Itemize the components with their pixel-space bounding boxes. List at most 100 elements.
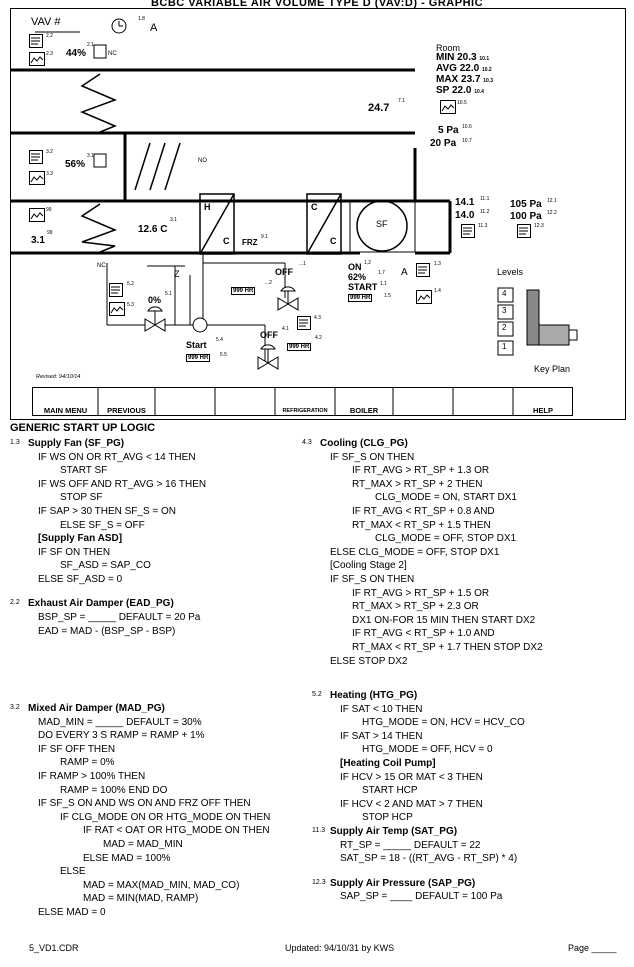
sap-num: 12.1 — [547, 198, 557, 204]
supply-air-temp-sp: 14.0 — [455, 210, 475, 221]
logic-line: IF RT_AVG > RT_SP + 1.5 OR — [352, 587, 490, 599]
mixed-document-icon[interactable] — [29, 150, 43, 164]
logic-line: DO EVERY 3 S RAMP = RAMP + 1% — [38, 730, 205, 742]
room-readings: MIN 20.3 10.1 AVG 22.0 10.2 MAX 23.7 10.… — [436, 52, 493, 96]
valve-trend-icon[interactable] — [109, 302, 125, 316]
outside-trend-icon[interactable] — [29, 208, 45, 222]
nav-boiler-button[interactable]: BOILER — [349, 406, 379, 415]
logic-line: ELSE — [60, 866, 86, 878]
level-1-button[interactable]: 1 — [502, 342, 507, 351]
section-title: Supply Air Pressure (SAP_PG) — [330, 877, 476, 889]
mixed-trend-num: 3.3 — [46, 171, 53, 177]
nav-refrigeration-button[interactable]: REFRIGERATION — [282, 407, 328, 414]
logic-line: START SF — [60, 465, 108, 477]
trend-icon[interactable] — [29, 52, 45, 66]
sap-sp-num: 12.2 — [547, 210, 557, 216]
clock-num: 1.8 — [138, 16, 145, 22]
mixed-damper-pct: 56% — [65, 159, 86, 170]
logic-line: ELSE SF_ASD = 0 — [38, 574, 123, 585]
logic-line: RT_MAX > RT_SP + 2.3 OR — [352, 601, 479, 613]
logic-line: STOP HCP — [362, 812, 413, 824]
exhaust-doc-num: 2.2 — [46, 33, 53, 39]
document-icon[interactable] — [29, 34, 43, 48]
sat-sp-num: 11.2 — [480, 209, 490, 215]
supply-air-pressure-sp: 100 Pa — [510, 211, 542, 222]
mixed-trend-icon[interactable] — [29, 171, 45, 185]
logic-line: HTG_MODE = ON, HCV = HCV_CO — [362, 717, 525, 729]
revised-date: Revised: 94/10/14 — [36, 374, 81, 380]
valve-trend-num: 5.3 — [127, 302, 134, 308]
fan-hr-num: 1.5 — [384, 293, 391, 299]
logic-line: SAP_SP = ____ DEFAULT = 100 Pa — [340, 891, 503, 903]
sat-document-icon[interactable] — [461, 224, 475, 238]
duct-pressure-num: 10.6 — [462, 124, 472, 130]
fan-trend-num: 1.4 — [434, 288, 441, 294]
level-4-button[interactable]: 4 — [502, 289, 507, 298]
logic-line: ELSE MAD = 0 — [38, 907, 106, 918]
level-3-button[interactable]: 3 — [502, 306, 507, 315]
section-title: Cooling (CLG_PG) — [320, 438, 408, 449]
logic-line: ELSE SF_S = OFF — [60, 519, 145, 531]
fan-runtime: 999 HR — [348, 294, 373, 302]
return-temp: 24.7 — [368, 102, 390, 114]
supply-air-temp: 14.1 — [455, 197, 475, 208]
logic-line: IF HCV < 2 AND MAT > 7 THEN — [340, 798, 483, 810]
logic-line: RT_MAX < RT_SP + 1.5 THEN — [352, 519, 491, 531]
return-temp-num: 7.1 — [398, 98, 405, 104]
schematic-drawing — [10, 8, 626, 420]
freezestat-label: FRZ — [242, 238, 258, 247]
footer-filename: 5_VD1.CDR — [29, 943, 79, 953]
logic-line: IF RAT < OAT OR HTG_MODE ON THEN — [83, 825, 270, 837]
exhaust-pct-num: 2.1 — [87, 42, 94, 48]
valve3-off-num: 4.1 — [282, 326, 289, 332]
sap-document-icon[interactable] — [517, 224, 531, 238]
pump-start[interactable]: Start — [186, 340, 207, 350]
section-title: Supply Fan (SF_PG) — [28, 438, 125, 449]
logic-line: START HCP — [362, 785, 418, 797]
logic-line: MAD = MIN(MAD, RAMP) — [83, 893, 199, 905]
nav-previous-button[interactable]: PREVIOUS — [107, 406, 146, 415]
fan-doc-num: 1.3 — [434, 261, 441, 267]
logic-line: IF SAT > 14 THEN — [340, 730, 423, 742]
valve-pct-num: 5.1 — [165, 291, 172, 297]
outside-temp-num: 99 — [47, 230, 53, 236]
valve3-document-icon[interactable] — [297, 316, 311, 330]
logic-line: SAT_SP = 18 - ((RT_AVG - RT_SP) * 4) — [340, 853, 518, 865]
fan-start[interactable]: START — [348, 282, 378, 292]
frz-num: 9.1 — [261, 234, 268, 240]
logic-line: STOP SF — [60, 492, 103, 504]
logic-line: DX1 ON-FOR 15 MIN THEN START DX2 — [352, 614, 536, 626]
logic-line: IF CLG_MODE ON OR HTG_MODE ON THEN — [60, 811, 271, 823]
key-plan-label: Key Plan — [534, 364, 571, 374]
nav-main-menu-button[interactable]: MAIN MENU — [43, 406, 88, 415]
room-trend-icon[interactable] — [440, 100, 456, 114]
fan-document-icon[interactable] — [416, 263, 430, 277]
room-trend-num: 10.5 — [457, 100, 467, 106]
logic-line: RAMP = 0% — [60, 757, 115, 769]
startup-logic: GENERIC START UP LOGIC 1.3 Supply Fan (SF… — [0, 420, 634, 940]
logic-line: RT_MAX < RT_SP + 1.7 THEN STOP DX2 — [352, 642, 543, 653]
logic-line: IF SF_S ON THEN — [330, 574, 415, 585]
mat-temp-num: 3.1 — [170, 217, 177, 223]
clock-icon[interactable] — [112, 19, 126, 33]
valve-document-icon[interactable] — [109, 283, 123, 297]
logic-line: ELSE MAD = 100% — [83, 852, 171, 864]
logic-line: IF HCV > 15 OR MAT < 3 THEN — [340, 771, 483, 783]
logic-line: [Cooling Stage 2] — [330, 560, 407, 572]
valve-z: Z — [174, 269, 180, 279]
section-number: 1.3 — [10, 439, 20, 446]
valve3-doc-num: 4.3 — [314, 315, 321, 321]
valve2-runtime: 999 HR — [231, 287, 256, 295]
level-2-button[interactable]: 2 — [502, 323, 507, 332]
logic-line: IF WS ON OR RT_AVG < 14 THEN — [38, 451, 196, 463]
pump-hr-num: 5.5 — [220, 352, 227, 358]
section-number: 4.3 — [302, 439, 312, 446]
fan-trend-icon[interactable] — [416, 290, 432, 304]
outside-temp: 3.1 — [31, 235, 45, 246]
cooling-coil-c: C — [330, 236, 337, 246]
logic-heading: GENERIC START UP LOGIC — [10, 422, 156, 434]
section-number: 2.2 — [10, 599, 20, 607]
heating-coil-c: C — [223, 236, 230, 246]
nav-help-button[interactable]: HELP — [532, 406, 553, 415]
logic-line: RT_SP = _____ DEFAULT = 22 — [340, 839, 481, 851]
